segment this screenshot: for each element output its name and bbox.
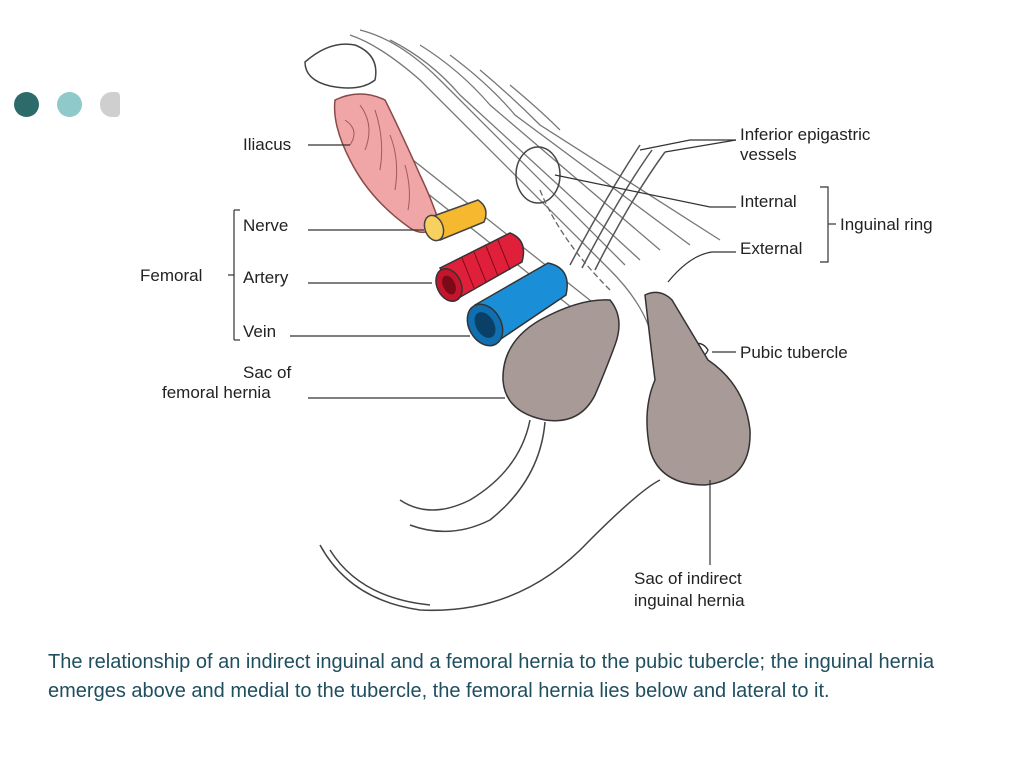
label-inferior-epigastric-line2: vessels	[740, 145, 797, 164]
femoral-nerve	[423, 199, 487, 242]
label-external: External	[740, 239, 802, 258]
label-artery: Artery	[243, 268, 289, 287]
slide-decoration-dots	[14, 92, 120, 117]
label-nerve: Nerve	[243, 216, 288, 235]
dot-dark	[14, 92, 39, 117]
spermatic-cord	[539, 189, 611, 291]
label-inferior-epigastric-line1: Inferior epigastric	[740, 125, 871, 144]
label-sac-femoral-line1: Sac of	[243, 363, 291, 382]
leader-lines	[228, 139, 836, 565]
label-inguinal-ring: Inguinal ring	[840, 215, 933, 234]
iliacus-muscle	[333, 93, 441, 234]
label-vein: Vein	[243, 322, 276, 341]
label-iliacus: Iliacus	[243, 135, 291, 154]
label-sac-indirect-line2: inguinal hernia	[634, 591, 745, 610]
fascia-fold	[304, 43, 377, 89]
femoral-vein	[466, 262, 568, 347]
label-pubic-tubercle: Pubic tubercle	[740, 343, 848, 362]
label-sac-femoral-line2: femoral hernia	[162, 383, 271, 402]
femoral-artery	[435, 232, 525, 302]
label-sac-indirect-line1: Sac of indirect	[634, 569, 742, 588]
ligament-lines	[349, 29, 721, 331]
internal-ring	[515, 146, 561, 204]
label-internal: Internal	[740, 192, 797, 211]
hernia-diagram: Iliacus Femoral Nerve Artery Vein Sac of…	[140, 29, 933, 612]
dot-grey	[100, 92, 120, 117]
inferior-epigastric-vessels	[569, 144, 666, 271]
thigh-outline	[319, 419, 661, 612]
iliacus-texture	[344, 104, 410, 211]
indirect-inguinal-hernia-sac	[644, 291, 751, 486]
dot-light	[57, 92, 82, 117]
femoral-hernia-sac	[502, 299, 620, 422]
figure-caption: The relationship of an indirect inguinal…	[48, 651, 935, 702]
label-femoral: Femoral	[140, 266, 202, 285]
